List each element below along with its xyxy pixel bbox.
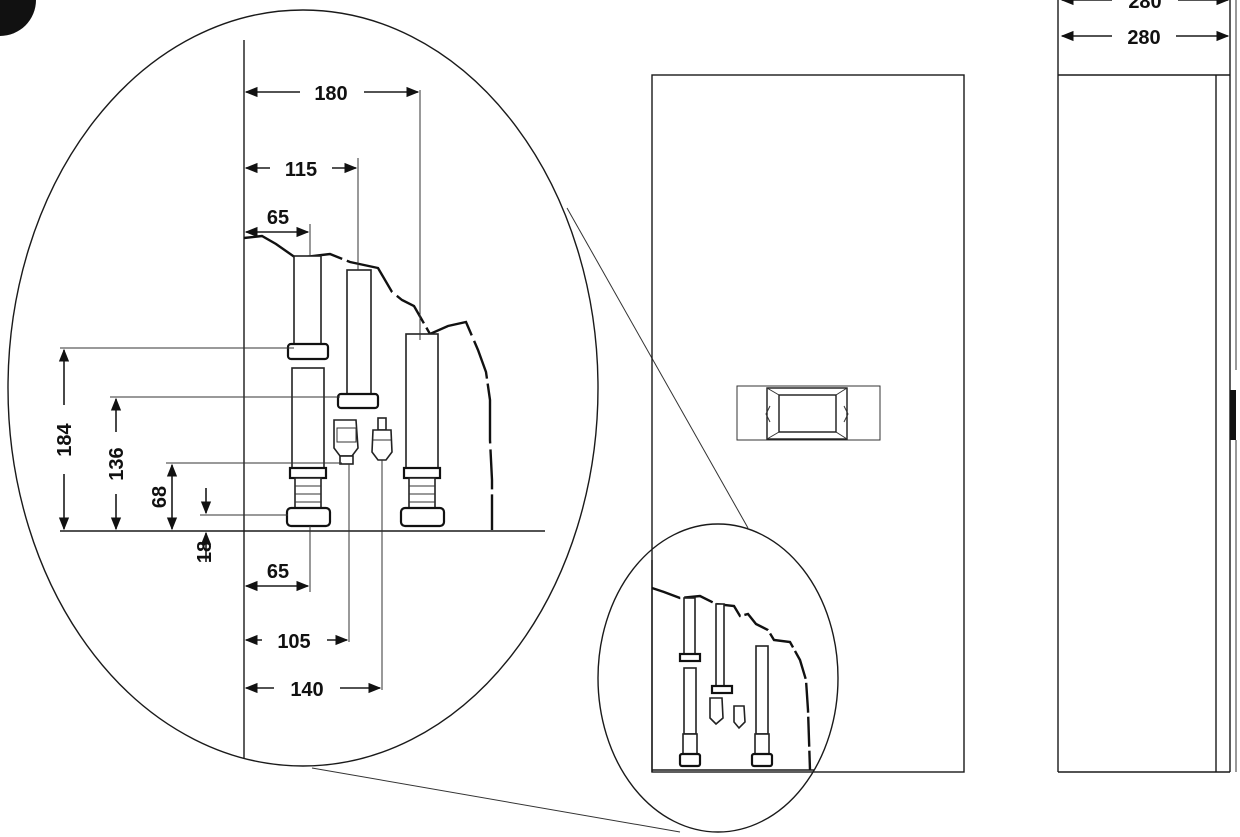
dim-140-label: 140 <box>290 679 323 701</box>
dim-184-label: 184 <box>54 422 76 456</box>
display-frame <box>766 387 848 440</box>
connector-upper <box>566 207 749 529</box>
side-view: 280 280 <box>1057 0 1237 773</box>
dim-115-label: 115 <box>285 159 317 181</box>
dim-68-label: 68 <box>149 486 171 508</box>
valve-small <box>371 417 393 461</box>
dim-136-label: 136 <box>106 447 128 480</box>
dim-65-bottom-label: 65 <box>267 561 289 583</box>
dim-65-top-label: 65 <box>267 207 289 229</box>
front-view <box>651 74 965 773</box>
detail-ellipse <box>7 9 599 767</box>
control-panel <box>736 385 881 441</box>
side-panel-tab <box>1230 390 1236 440</box>
detail-contents: 180 115 65 184 136 68 18 65 105 140 <box>54 40 545 766</box>
small-detail-ellipse <box>597 523 839 833</box>
side-top-dim-partial-label: 280 <box>1128 0 1161 13</box>
display-screen <box>778 394 837 433</box>
pipe-3 <box>399 333 446 528</box>
connector-lower <box>311 767 681 833</box>
dim-105-label: 105 <box>277 631 310 653</box>
small-detail-contents <box>651 560 830 772</box>
dim-180-label: 180 <box>314 83 347 105</box>
pipe-2 <box>333 269 380 465</box>
pipe-1 <box>285 255 332 528</box>
break-line <box>243 234 494 530</box>
side-width-dim-label: 280 <box>1127 27 1160 49</box>
step-badge <box>0 0 36 36</box>
dim-18-label: 18 <box>194 541 216 563</box>
